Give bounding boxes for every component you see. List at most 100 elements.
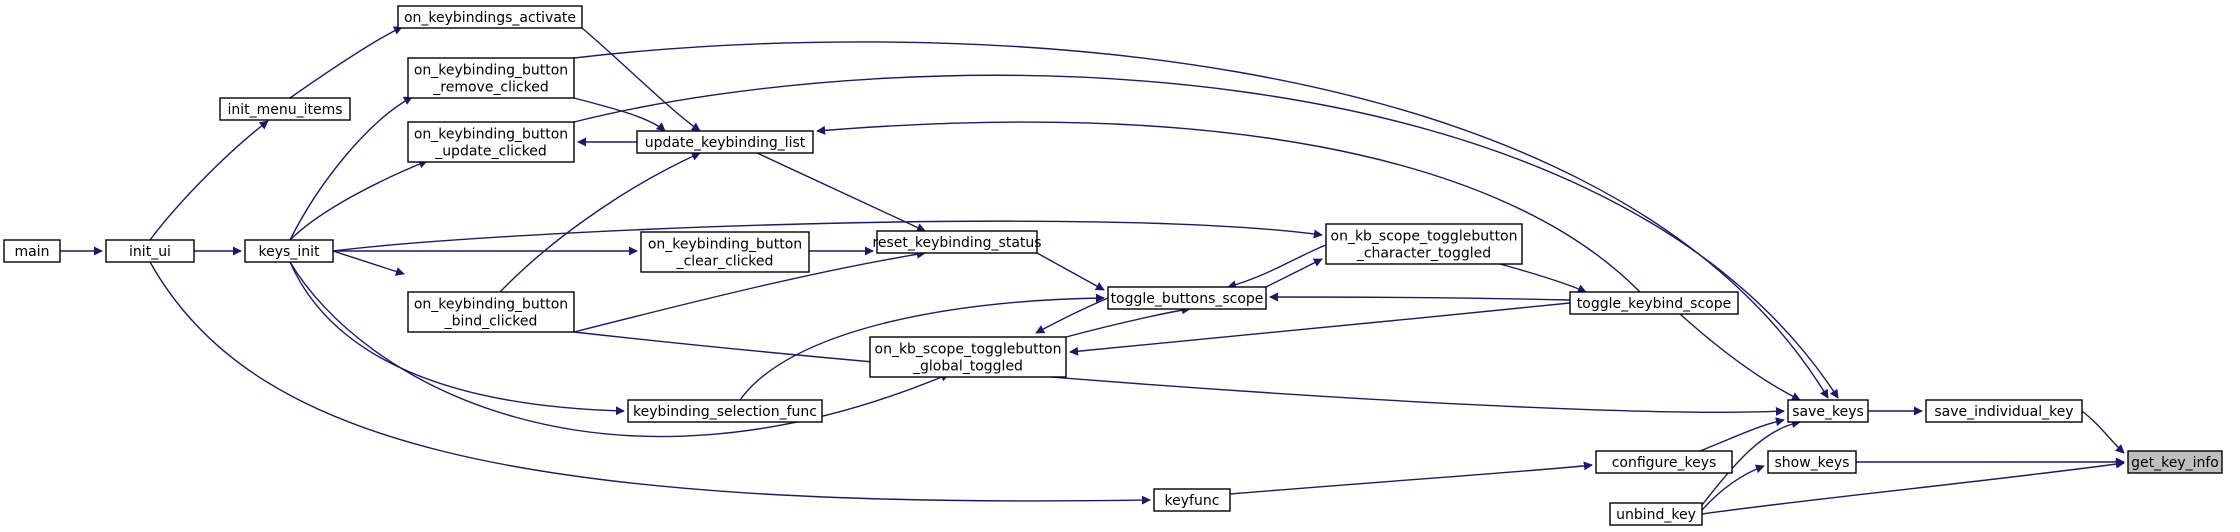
node-get-key-info[interactable]: get_key_info — [2127, 450, 2223, 474]
node-label: _clear_clicked — [676, 254, 774, 270]
node-label: update_keybinding_list — [645, 135, 806, 151]
node-box[interactable] — [407, 291, 575, 333]
node-update-keybinding-list[interactable]: update_keybinding_list — [636, 130, 814, 154]
node-label: reset_keybinding_status — [872, 235, 1041, 251]
node-label: on_keybinding_button — [648, 237, 802, 253]
node-on-keybinding-button-bind-clicked[interactable]: on_keybinding_button_bind_clicked — [407, 291, 575, 333]
call-edge — [499, 152, 701, 293]
call-edge — [149, 261, 1151, 505]
node-keys-init[interactable]: keys_init — [244, 239, 334, 263]
node-box[interactable] — [105, 239, 195, 263]
node-label: main — [15, 244, 50, 260]
node-label: _update_clicked — [434, 144, 547, 160]
node-box[interactable] — [219, 97, 351, 121]
node-box[interactable] — [244, 239, 334, 263]
node-label: _bind_clicked — [444, 314, 538, 330]
node-label: save_keys — [1792, 404, 1864, 420]
node-box[interactable] — [1787, 399, 1869, 423]
call-edge — [332, 220, 1323, 252]
call-edge — [816, 121, 1641, 293]
node-label: toggle_keybind_scope — [1577, 296, 1731, 312]
node-label: _global_toggled — [912, 359, 1023, 375]
node-box[interactable] — [1767, 450, 1857, 474]
node-box[interactable] — [397, 5, 583, 29]
node-label: show_keys — [1775, 455, 1850, 471]
node-show-keys[interactable]: show_keys — [1767, 450, 1857, 474]
node-box[interactable] — [869, 336, 1067, 378]
node-box[interactable] — [1609, 502, 1703, 526]
call-edge — [1679, 313, 1801, 401]
node-label: unbind_key — [1616, 507, 1696, 523]
call-edge — [573, 331, 1785, 416]
call-edge — [1701, 464, 1765, 511]
call-edge — [1065, 305, 1191, 338]
nodes-layer: main init_ui init_menu_items keys_init on_ke… — [3, 5, 2223, 526]
node-label: keyfunc — [1165, 493, 1220, 509]
call-edge — [289, 261, 625, 416]
call-edge — [289, 96, 413, 241]
node-label: toggle_buttons_scope — [1111, 291, 1264, 307]
node-on-keybindings-activate[interactable]: on_keybindings_activate — [397, 5, 583, 29]
call-edge — [289, 159, 428, 241]
call-edge — [1229, 461, 1593, 495]
node-box[interactable] — [1107, 286, 1267, 310]
call-edge — [1036, 252, 1105, 291]
node-box[interactable] — [1325, 223, 1523, 265]
node-toggle-keybind-scope[interactable]: toggle_keybind_scope — [1569, 291, 1739, 315]
node-label: on_kb_scope_togglebutton — [1331, 229, 1518, 245]
node-box[interactable] — [3, 239, 61, 263]
node-box[interactable] — [627, 399, 823, 423]
node-box[interactable] — [407, 121, 575, 163]
node-on-keybinding-button-clear-clicked[interactable]: on_keybinding_button_clear_clicked — [640, 231, 810, 273]
node-on-keybinding-button-remove-clicked[interactable]: on_keybinding_button_remove_clicked — [407, 57, 575, 99]
node-save-individual-key[interactable]: save_individual_key — [1925, 399, 2083, 423]
node-label: init_ui — [129, 244, 171, 260]
call-edge — [1269, 292, 1571, 302]
node-save-keys[interactable]: save_keys — [1787, 399, 1869, 423]
call-edge — [149, 120, 269, 241]
call-edge — [1265, 258, 1323, 288]
node-keybinding-selection-func[interactable]: keybinding_selection_func — [627, 399, 823, 423]
call-edge — [332, 250, 405, 276]
call-edge — [573, 41, 1829, 399]
edges-layer — [60, 26, 2125, 515]
call-edge — [739, 293, 1105, 401]
node-label: on_keybinding_button — [414, 297, 568, 313]
node-on-kb-scope-togglebutton-global-toggled[interactable]: on_kb_scope_togglebutton_global_toggled — [869, 336, 1067, 378]
node-label: _character_toggled — [1356, 246, 1491, 262]
node-on-kb-scope-togglebutton-character-toggled[interactable]: on_kb_scope_togglebutton_character_toggl… — [1325, 223, 1523, 265]
call-edge — [2081, 410, 2125, 454]
node-box[interactable] — [640, 231, 810, 273]
node-label: on_keybinding_button — [414, 63, 568, 79]
node-main[interactable]: main — [3, 239, 61, 263]
node-label: init_menu_items — [227, 102, 342, 118]
node-box[interactable] — [636, 130, 814, 154]
node-label: _remove_clicked — [432, 80, 548, 96]
call-edge — [1227, 244, 1327, 290]
node-label: on_keybindings_activate — [404, 10, 576, 26]
node-unbind-key[interactable]: unbind_key — [1609, 502, 1703, 526]
call-edge — [1069, 302, 1571, 356]
node-reset-keybinding-status[interactable]: reset_keybinding_status — [872, 230, 1042, 254]
node-box[interactable] — [1595, 450, 1733, 474]
node-box[interactable] — [1569, 291, 1739, 315]
node-init-ui[interactable]: init_ui — [105, 239, 195, 263]
node-box[interactable] — [876, 230, 1038, 254]
node-init-menu-items[interactable]: init_menu_items — [219, 97, 351, 121]
node-configure-keys[interactable]: configure_keys — [1595, 450, 1733, 474]
call-edge — [1701, 459, 2125, 515]
node-label: on_keybinding_button — [414, 127, 568, 143]
node-label: get_key_info — [2131, 455, 2219, 471]
node-box[interactable] — [1925, 399, 2083, 423]
node-label: keybinding_selection_func — [633, 404, 817, 420]
node-label: save_individual_key — [1934, 404, 2073, 420]
node-toggle-buttons-scope[interactable]: toggle_buttons_scope — [1107, 286, 1267, 310]
call-edge — [573, 97, 666, 132]
node-box[interactable] — [407, 57, 575, 99]
node-label: keys_init — [259, 244, 320, 260]
node-keyfunc[interactable]: keyfunc — [1153, 488, 1231, 512]
node-label: configure_keys — [1612, 455, 1717, 471]
node-on-keybinding-button-update-clicked[interactable]: on_keybinding_button_update_clicked — [407, 121, 575, 163]
node-box[interactable] — [2127, 450, 2223, 474]
node-box[interactable] — [1153, 488, 1231, 512]
